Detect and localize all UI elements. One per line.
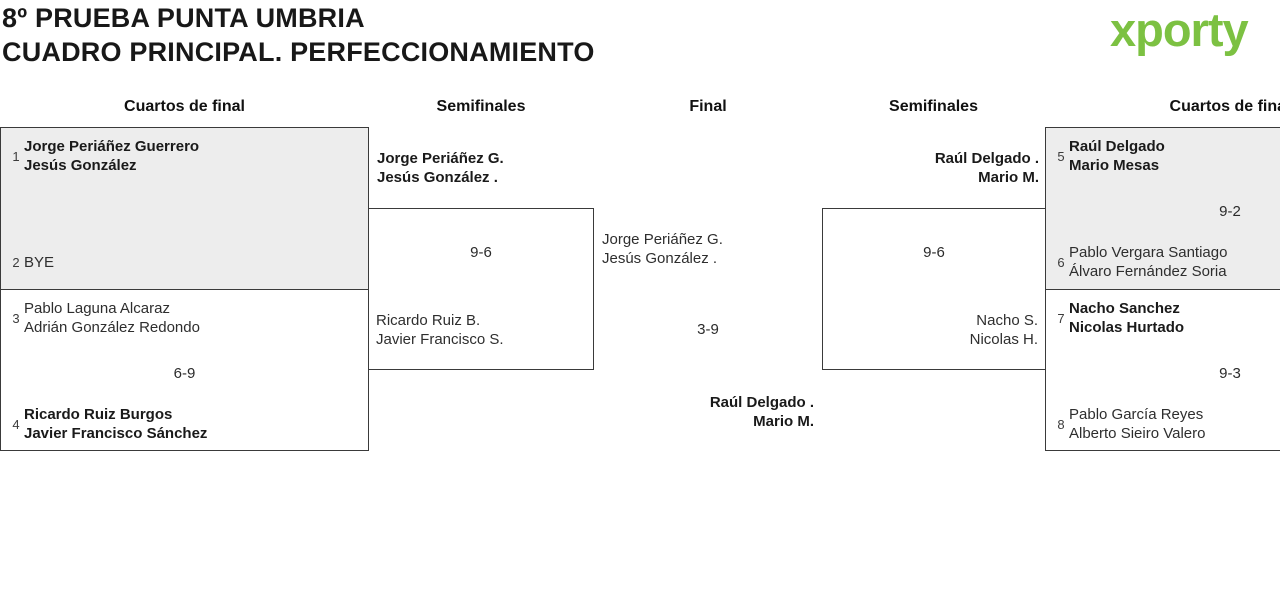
player-name: Adrián González Redondo	[24, 319, 200, 336]
player-name: Raúl Delgado	[1069, 138, 1165, 155]
semifinal-right-box: 9-6 Nacho S. Nicolas H.	[822, 208, 1046, 370]
player-name: BYE	[24, 254, 55, 271]
final-winner-team: Raúl Delgado . Mario M.	[594, 393, 814, 431]
title-line-1: 8º PRUEBA PUNTA UMBRIA	[2, 3, 365, 33]
player-name: Pablo García Reyes	[1069, 406, 1204, 423]
player-name: Nicolas Hurtado	[1069, 319, 1185, 336]
player-name: Nicolas H.	[969, 331, 1038, 348]
seed-number: 4	[12, 416, 20, 432]
team-names: Pablo Vergara Santiago Álvaro Fernández …	[1069, 243, 1227, 281]
semifinal-right-top-team: Raúl Delgado . Mario M.	[822, 149, 1039, 187]
team-slot-seed6: 6 Pablo Vergara Santiago Álvaro Fernánde…	[1046, 243, 1280, 281]
seed-number: 1	[12, 148, 20, 164]
seed-number: 5	[1057, 148, 1065, 164]
quarterfinals-left-box: 1 Jorge Periáñez Guerrero Jesús González…	[0, 127, 369, 451]
player-name: Pablo Laguna Alcaraz	[24, 300, 170, 317]
team-names: Jorge Periáñez Guerrero Jesús González	[24, 137, 199, 175]
match-qf1: 1 Jorge Periáñez Guerrero Jesús González…	[1, 128, 368, 290]
player-name: Jesús González .	[377, 169, 498, 186]
match-score: 9-3	[1219, 365, 1241, 382]
semifinal-left-box: 9-6 Ricardo Ruiz B. Javier Francisco S.	[368, 208, 594, 370]
semifinal-left-top-team: Jorge Periáñez G. Jesús González .	[377, 149, 504, 187]
player-name: Nacho Sanchez	[1069, 300, 1180, 317]
player-name: Jesús González	[24, 157, 137, 174]
team-names: Nacho Sanchez Nicolas Hurtado	[1069, 299, 1184, 337]
team-slot-seed1: 1 Jorge Periáñez Guerrero Jesús González	[1, 137, 368, 175]
player-name: Jesús González .	[602, 250, 718, 267]
team-slot-seed2: 2 BYE	[1, 253, 368, 272]
team-names: BYE	[24, 253, 54, 272]
team-slot-seed8: 8 Pablo García Reyes Alberto Sieiro Vale…	[1046, 405, 1280, 443]
team-slot-seed7: 7 Nacho Sanchez Nicolas Hurtado	[1046, 299, 1280, 337]
player-name: Mario M.	[978, 169, 1039, 186]
quarterfinals-right-box: 5 Raúl Delgado Mario Mesas 9-2 6 Pablo V…	[1045, 127, 1280, 451]
match-score: 9-6	[923, 244, 945, 261]
player-name: Mario M.	[753, 413, 814, 430]
player-name: Javier Francisco Sánchez	[24, 425, 208, 442]
round-header-quarterfinals-left: Cuartos de final	[124, 98, 245, 115]
round-header-quarterfinals-right: Cuartos de final	[1169, 98, 1280, 115]
semifinal-left-bottom-team: Ricardo Ruiz B. Javier Francisco S.	[376, 311, 586, 349]
seed-number: 7	[1057, 310, 1065, 326]
player-name: Pablo Vergara Santiago	[1069, 244, 1228, 261]
player-name: Mario Mesas	[1069, 157, 1160, 174]
seed-number: 8	[1057, 416, 1065, 432]
xporty-logo[interactable]: xporty	[1048, 0, 1280, 72]
player-name: Ricardo Ruiz Burgos	[24, 406, 173, 423]
match-qf2: 3 Pablo Laguna Alcaraz Adrián González R…	[1, 290, 368, 451]
match-score: 9-2	[1219, 203, 1241, 220]
round-header-semifinals-right: Semifinales	[889, 98, 978, 115]
semifinal-right-bottom-team: Nacho S. Nicolas H.	[830, 311, 1038, 349]
player-name: Jorge Periáñez G.	[602, 231, 723, 248]
round-header-semifinals-left: Semifinales	[436, 98, 526, 115]
player-name: Jorge Periáñez G.	[377, 150, 504, 167]
player-name: Raúl Delgado .	[709, 394, 814, 411]
match-score: 6-9	[173, 365, 196, 382]
round-header-final: Final	[689, 98, 727, 115]
team-slot-seed4: 4 Ricardo Ruiz Burgos Javier Francisco S…	[1, 405, 368, 443]
team-slot-seed5: 5 Raúl Delgado Mario Mesas	[1046, 137, 1280, 175]
team-names: Pablo Laguna Alcaraz Adrián González Red…	[24, 299, 200, 337]
player-name: Raúl Delgado .	[934, 150, 1039, 167]
player-name: Javier Francisco S.	[376, 331, 504, 348]
player-name: Nacho S.	[976, 312, 1038, 329]
seed-number: 6	[1057, 254, 1065, 270]
seed-number: 3	[12, 310, 20, 326]
team-slot-seed3: 3 Pablo Laguna Alcaraz Adrián González R…	[1, 299, 368, 337]
match-qf3: 5 Raúl Delgado Mario Mesas 9-2 6 Pablo V…	[1046, 128, 1280, 290]
player-name: Ricardo Ruiz B.	[376, 312, 481, 329]
player-name: Jorge Periáñez Guerrero	[24, 138, 200, 155]
player-name: Álvaro Fernández Soria	[1069, 263, 1227, 280]
page-title: 8º PRUEBA PUNTA UMBRIA CUADRO PRINCIPAL.…	[2, 1, 595, 69]
seed-number: 2	[12, 255, 20, 270]
match-score: 9-6	[470, 244, 492, 261]
title-line-2: CUADRO PRINCIPAL. PERFECCIONAMIENTO	[2, 37, 595, 67]
final-left-team: Jorge Periáñez G. Jesús González .	[602, 230, 723, 268]
player-name: Alberto Sieiro Valero	[1069, 425, 1206, 442]
team-names: Pablo García Reyes Alberto Sieiro Valero	[1069, 405, 1205, 443]
match-qf4: 7 Nacho Sanchez Nicolas Hurtado 9-3 8 Pa…	[1046, 290, 1280, 451]
final-score: 3-9	[697, 321, 719, 338]
team-names: Ricardo Ruiz Burgos Javier Francisco Sán…	[24, 405, 207, 443]
team-names: Raúl Delgado Mario Mesas	[1069, 137, 1165, 175]
logo-wordmark: xporty	[1110, 3, 1249, 56]
